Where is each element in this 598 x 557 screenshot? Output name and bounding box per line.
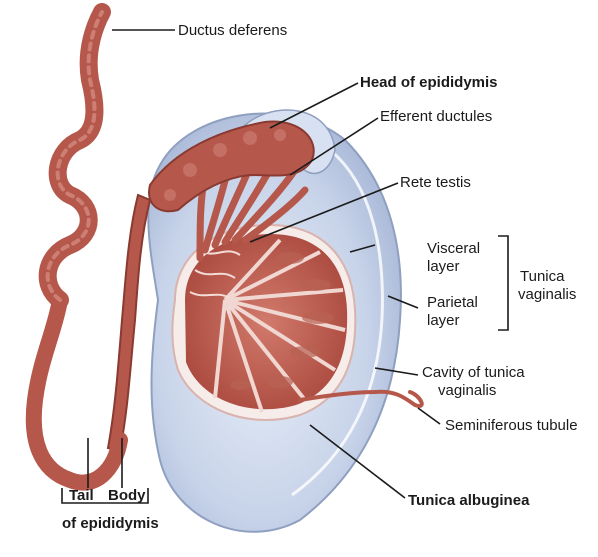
label-tunica-albuginea: Tunica albuginea (408, 492, 529, 509)
label-visceral-layer-line2: layer (427, 258, 460, 275)
label-efferent-ductules: Efferent ductules (380, 108, 492, 125)
label-of-epididymis: of epididymis (62, 515, 159, 532)
label-seminiferous-tubule: Seminiferous tubule (445, 417, 578, 434)
label-body: Body (108, 487, 146, 504)
testis-lobules (185, 234, 347, 412)
label-cavity-of-tunica-line1: Cavity of tunica (422, 364, 525, 381)
epididymis-body (108, 195, 150, 450)
label-tunica-vaginalis-line1: Tunica (520, 268, 564, 285)
epididymis-tail (34, 300, 120, 483)
label-cavity-of-tunica-line2: vaginalis (438, 382, 496, 399)
label-tail: Tail (69, 487, 94, 504)
label-rete-testis: Rete testis (400, 174, 471, 191)
label-parietal-layer-line2: layer (427, 312, 460, 329)
label-visceral-layer-line1: Visceral (427, 240, 480, 257)
label-tunica-vaginalis-line2: vaginalis (518, 286, 576, 303)
label-parietal-layer-line1: Parietal (427, 294, 478, 311)
label-ductus-deferens: Ductus deferens (178, 22, 287, 39)
label-head-of-epididymis: Head of epididymis (360, 74, 498, 91)
